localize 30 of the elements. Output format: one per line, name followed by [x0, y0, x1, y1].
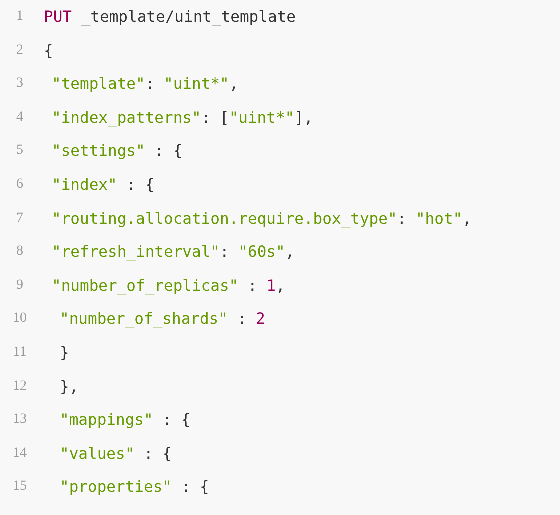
- line-number: 4: [16, 108, 24, 127]
- line-number: 15: [12, 478, 28, 496]
- code-line: "number_of_shards" : 2: [60, 309, 266, 330]
- line-number: 1: [16, 8, 24, 26]
- code-line: "index" : {: [52, 175, 155, 195]
- code-line: "settings" : {: [52, 141, 183, 162]
- line-number: 8: [16, 243, 24, 262]
- line-number: 13: [12, 411, 28, 430]
- code-line: },: [60, 376, 79, 397]
- line-number: 11: [12, 344, 28, 362]
- code-line: "values" : {: [60, 444, 172, 464]
- line-number: 7: [16, 210, 24, 228]
- code-line: "routing.allocation.require.box_type": "hot",: [52, 208, 472, 229]
- code-line: {: [44, 40, 54, 61]
- code-line: "refresh_interval": "60s",: [52, 242, 295, 262]
- code-line: "mappings" : {: [60, 410, 191, 430]
- line-number: 10: [12, 310, 28, 328]
- code-line: }: [60, 343, 70, 363]
- line-number: 12: [12, 378, 28, 396]
- code-line: "properties" : {: [60, 477, 210, 498]
- line-number: 6: [16, 176, 24, 194]
- line-number: 14: [12, 444, 28, 463]
- code-line: "index_patterns": ["uint*"],: [52, 108, 314, 128]
- code-line: "number_of_replicas" : 1,: [52, 276, 286, 296]
- line-number: 9: [16, 276, 24, 295]
- line-number: 5: [16, 142, 24, 160]
- line-number: 2: [16, 42, 24, 60]
- code-line: "template": "uint*",: [52, 74, 239, 94]
- line-number: 3: [16, 75, 24, 94]
- code-line: PUT _template/uint_template: [44, 7, 296, 27]
